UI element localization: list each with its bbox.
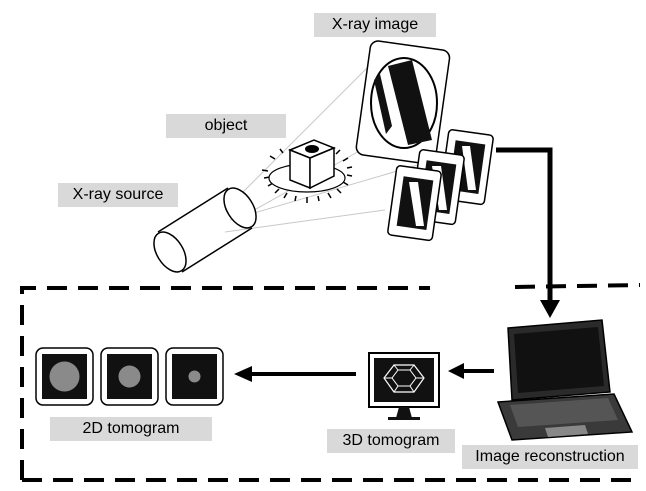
label-3d-tomogram: 3D tomogram	[327, 429, 455, 453]
arrow-to-reconstruction	[496, 147, 560, 318]
projection-frame-1	[387, 165, 442, 242]
arrow-to-3d-tomogram	[448, 363, 494, 379]
projection-frames-stack	[387, 129, 494, 242]
tomogram-slice-3	[165, 347, 224, 406]
reconstruction-region-dashed-box	[20, 283, 641, 482]
arrow-to-2d-tomogram	[234, 366, 356, 382]
cube-object-icon	[288, 139, 336, 190]
label-image-reconstruction: Image reconstruction	[462, 445, 638, 469]
laptop-icon	[496, 319, 634, 441]
rotation-ticks	[261, 148, 353, 203]
label-object: object	[166, 114, 286, 138]
tomogram-slice-icon	[35, 347, 224, 406]
projection-frame-icon	[355, 40, 451, 165]
xray-tube-icon	[153, 187, 257, 273]
tomogram-slice-2	[100, 347, 159, 406]
label-xray-source: X-ray source	[58, 183, 178, 207]
tomogram-slice-1	[35, 347, 94, 406]
monitor-3d-icon	[368, 352, 440, 420]
label-xray-image: X-ray image	[314, 13, 436, 37]
label-2d-tomogram: 2D tomogram	[50, 417, 212, 441]
